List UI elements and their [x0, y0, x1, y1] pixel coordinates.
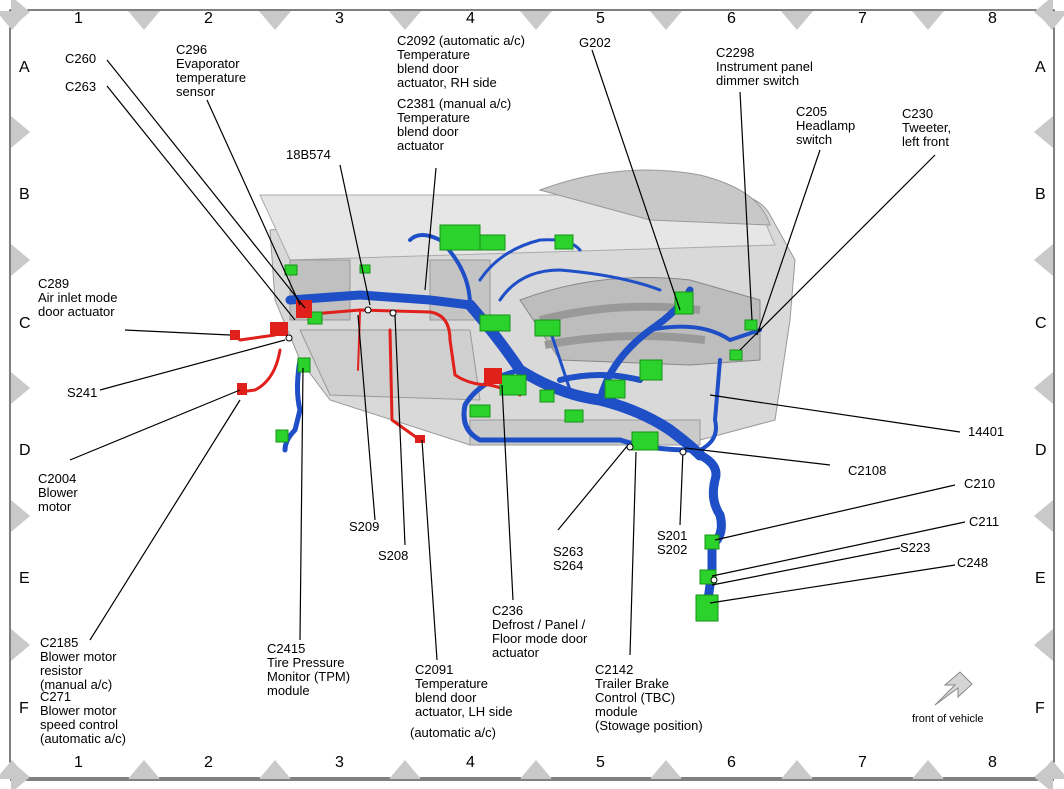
grid-marker: [11, 0, 30, 28]
label-c2091: C2091 Temperature blend door actuator, L…: [415, 662, 513, 719]
label-c210: C210: [964, 476, 996, 491]
label-c2415: C2415 Tire Pressure Monitor (TPM) module: [267, 641, 351, 698]
label-s223: S223: [900, 540, 931, 555]
column-label-top: 6: [727, 10, 736, 27]
grid-marker: [11, 629, 30, 661]
leader-lines: [69, 49, 966, 661]
grid-marker: [650, 11, 682, 30]
label-c2108: C2108: [848, 463, 887, 478]
label-c2185: C2185 Blower motor resistor (manual a/c): [40, 635, 117, 692]
row-label-left: B: [19, 186, 30, 203]
row-label-right: B: [1035, 186, 1046, 203]
grid-marker: [1034, 116, 1053, 148]
column-label-bottom: 2: [204, 754, 213, 771]
label-c248: C248: [957, 555, 989, 570]
grid-marker: [11, 761, 30, 789]
grid-marker: [1034, 372, 1053, 404]
row-label-right: E: [1035, 570, 1046, 587]
column-label-top: 5: [596, 10, 605, 27]
grid-marker: [912, 760, 944, 779]
label-s209: S209: [349, 519, 380, 534]
label-c2381: C2381 (manual a/c) Temperature blend doo…: [397, 96, 512, 153]
label-c263: C263: [65, 79, 97, 94]
grid-marker: [389, 760, 421, 779]
label-c230: C230 Tweeter, left front: [902, 106, 952, 149]
row-label-left: F: [19, 700, 29, 717]
label-c2298: C2298 Instrument panel dimmer switch: [716, 45, 813, 88]
row-label-right: F: [1035, 700, 1045, 717]
label-c289: C289 Air inlet mode door actuator: [38, 276, 118, 319]
grid-marker: [781, 11, 813, 30]
red-wiring: [233, 308, 522, 442]
grid-marker: [389, 11, 421, 30]
label-s201-s202: S201 S202: [657, 528, 688, 557]
row-label-left: A: [19, 59, 30, 76]
label-c2092: C2092 (automatic a/c) Temperature blend …: [397, 33, 525, 90]
grid-marker: [128, 11, 160, 30]
splice-rings: [285, 306, 718, 584]
column-label-bottom: 8: [988, 754, 997, 771]
label-s208: S208: [378, 548, 409, 563]
column-label-top: 7: [858, 10, 867, 27]
label-c2004: C2004 Blower motor: [38, 471, 78, 514]
grid-marker: [1034, 761, 1053, 789]
label-s263-s264: S263 S264: [553, 544, 584, 573]
front-arrow-icon: [934, 671, 973, 706]
column-label-bottom: 3: [335, 754, 344, 771]
label-14401: 14401: [968, 424, 1005, 439]
grid-marker: [259, 11, 291, 30]
column-label-bottom: 4: [466, 754, 475, 771]
label-c296: C296 Evaporator temperature sensor: [176, 42, 247, 99]
grid-marker: [912, 11, 944, 30]
label-c271: C271 Blower motor speed control (automat…: [40, 689, 126, 746]
column-label-bottom: 1: [74, 754, 83, 771]
label-g202: G202: [579, 35, 611, 50]
column-label-top: 8: [988, 10, 997, 27]
grid-marker: [11, 116, 30, 148]
row-label-left: E: [19, 570, 30, 587]
grid-marker: [1034, 0, 1053, 28]
row-label-right: C: [1035, 315, 1047, 332]
grid-marker: [650, 760, 682, 779]
label-c211: C211: [969, 514, 1000, 529]
column-label-bottom: 5: [596, 754, 605, 771]
grid-marker: [11, 244, 30, 276]
label-18b574: 18B574: [286, 147, 331, 162]
row-label-right: A: [1035, 59, 1046, 76]
grid-marker: [1034, 244, 1053, 276]
grid-marker: [128, 760, 160, 779]
grid-marker: [1034, 500, 1053, 532]
column-label-bottom: 7: [858, 754, 867, 771]
grid-marker: [259, 760, 291, 779]
grid-marker: [520, 11, 552, 30]
row-label-left: D: [19, 442, 31, 459]
label-c236: C236 Defrost / Panel / Floor mode door a…: [492, 603, 588, 660]
grid-marker: [781, 760, 813, 779]
label-s241: S241: [67, 385, 98, 400]
grid-marker: [11, 372, 30, 404]
column-label-top: 4: [466, 10, 475, 27]
column-label-top: 1: [74, 10, 83, 27]
column-label-top: 3: [335, 10, 344, 27]
row-label-left: C: [19, 315, 31, 332]
label-c205: C205 Headlamp switch: [796, 104, 856, 147]
column-label-bottom: 6: [727, 754, 736, 771]
grid-marker: [520, 760, 552, 779]
label-c2091-note: (automatic a/c): [410, 725, 496, 740]
label-c2142: C2142 Trailer Brake Control (TBC) module…: [595, 662, 703, 733]
grid-marker: [1034, 629, 1053, 661]
row-label-right: D: [1035, 442, 1047, 459]
column-label-top: 2: [204, 10, 213, 27]
label-c260: C260: [65, 51, 97, 66]
label-front-of-vehicle: front of vehicle: [912, 713, 984, 725]
grid-marker: [11, 500, 30, 532]
